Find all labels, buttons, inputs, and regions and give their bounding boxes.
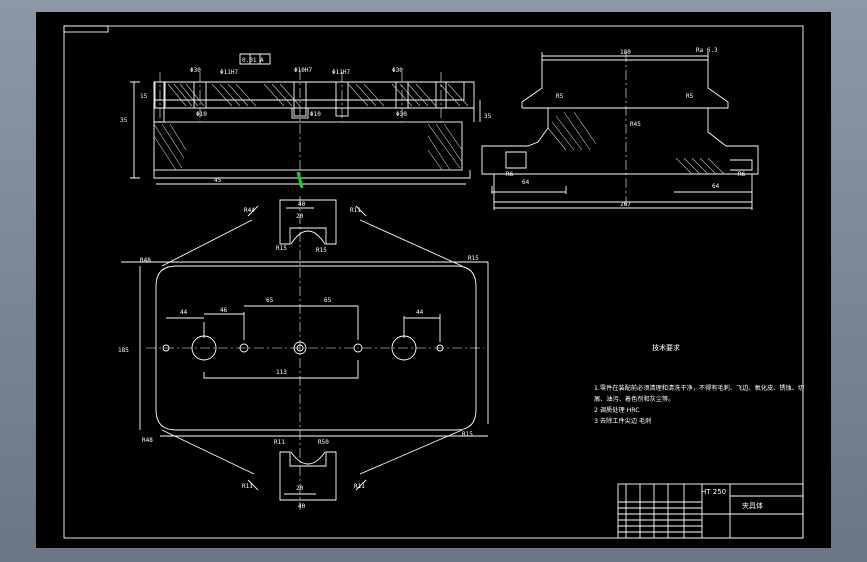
dim-top-4: Φ11H7 <box>332 69 350 76</box>
plan-20-bot: 20 <box>296 485 304 492</box>
plan-r15-a: R15 <box>468 255 479 262</box>
plan-20-top: 20 <box>296 213 304 220</box>
dim-top-7: Φ10 <box>310 111 321 118</box>
tech-req-3: 3 去除工件尖边 毛刺 <box>594 417 651 425</box>
top-section-view <box>130 53 481 186</box>
side-267: 267 <box>620 201 631 208</box>
side-r6-b: R6 <box>738 171 746 178</box>
dim-top-2: Φ11H7 <box>220 69 238 76</box>
plan-40-top: 40 <box>298 201 306 208</box>
plan-r15-c: R15 <box>276 245 287 252</box>
plan-r11-a: R11 <box>350 207 361 214</box>
plan-65-a: 65 <box>266 297 274 304</box>
side-64-a: 64 <box>522 179 530 186</box>
plan-44-b: 44 <box>416 309 424 316</box>
side-dim-3: 35 <box>484 113 492 120</box>
dim-top-6: Φ10 <box>196 111 207 118</box>
dim-top-8: Φ30 <box>396 111 407 118</box>
tech-req-1b: 屑、油污、着色剂和灰尘等。 <box>594 395 674 403</box>
top-bottom-note: 45 <box>214 177 222 184</box>
plan-46: 46 <box>220 307 228 314</box>
plan-r11-c: R11 <box>242 483 253 490</box>
side-r5-b: R5 <box>686 93 694 100</box>
plan-r15-b: R15 <box>462 431 473 438</box>
corner-label-box <box>63 25 109 33</box>
side-dim-2: 35 <box>120 117 128 124</box>
tech-req-2: 2 调质处理 HRC <box>594 406 640 414</box>
plan-r44: R44 <box>244 207 255 214</box>
plan-40-bot: 40 <box>298 503 306 510</box>
plan-r15-d: R15 <box>316 247 327 254</box>
side-dim-1: 15 <box>140 93 148 100</box>
tech-req-title: 技术要求 <box>652 343 680 352</box>
dim-top-1: Φ30 <box>190 67 201 74</box>
side-r5-a: R5 <box>556 93 564 100</box>
title-material: HT 250 <box>701 488 726 496</box>
plan-r48-a: R48 <box>140 257 151 264</box>
side-64-b: 64 <box>712 183 720 190</box>
plan-44-a: 44 <box>180 309 188 316</box>
plan-r11-b: R11 <box>274 439 285 446</box>
plan-185: 185 <box>118 347 129 354</box>
plan-r11-d: R11 <box>354 483 365 490</box>
side-r45: R45 <box>630 121 641 128</box>
plan-view <box>121 196 489 510</box>
plan-113: 113 <box>276 369 287 376</box>
cad-drawing: Φ30 Φ11H7 Φ10H7 Φ11H7 Φ30 Φ10 Φ10 Φ30 0.… <box>63 25 804 539</box>
plan-r48-b: R48 <box>142 437 153 444</box>
tech-req-1: 1.零件在装配前必须清理和清洗干净，不得有毛刺、飞边、氧化皮、锈蚀、切 <box>594 384 804 392</box>
dim-top-3: Φ10H7 <box>294 67 312 74</box>
roughness-note: Ra 6.3 <box>696 47 718 54</box>
plan-r50: R50 <box>318 439 329 446</box>
dim-top-5: Φ30 <box>392 67 403 74</box>
outer-frame <box>63 25 804 539</box>
side-section-view <box>481 52 759 210</box>
drawing-sheet: Φ30 Φ11H7 Φ10H7 Φ11H7 Φ30 Φ10 Φ10 Φ30 0.… <box>36 12 831 548</box>
plan-65-b: 65 <box>324 297 332 304</box>
side-r6-a: R6 <box>506 171 514 178</box>
title-part-name: 夹具体 <box>742 501 763 510</box>
datum-tol: 0.01 A <box>242 57 264 64</box>
title-block <box>617 483 804 539</box>
side-dim-180: 180 <box>620 49 631 56</box>
